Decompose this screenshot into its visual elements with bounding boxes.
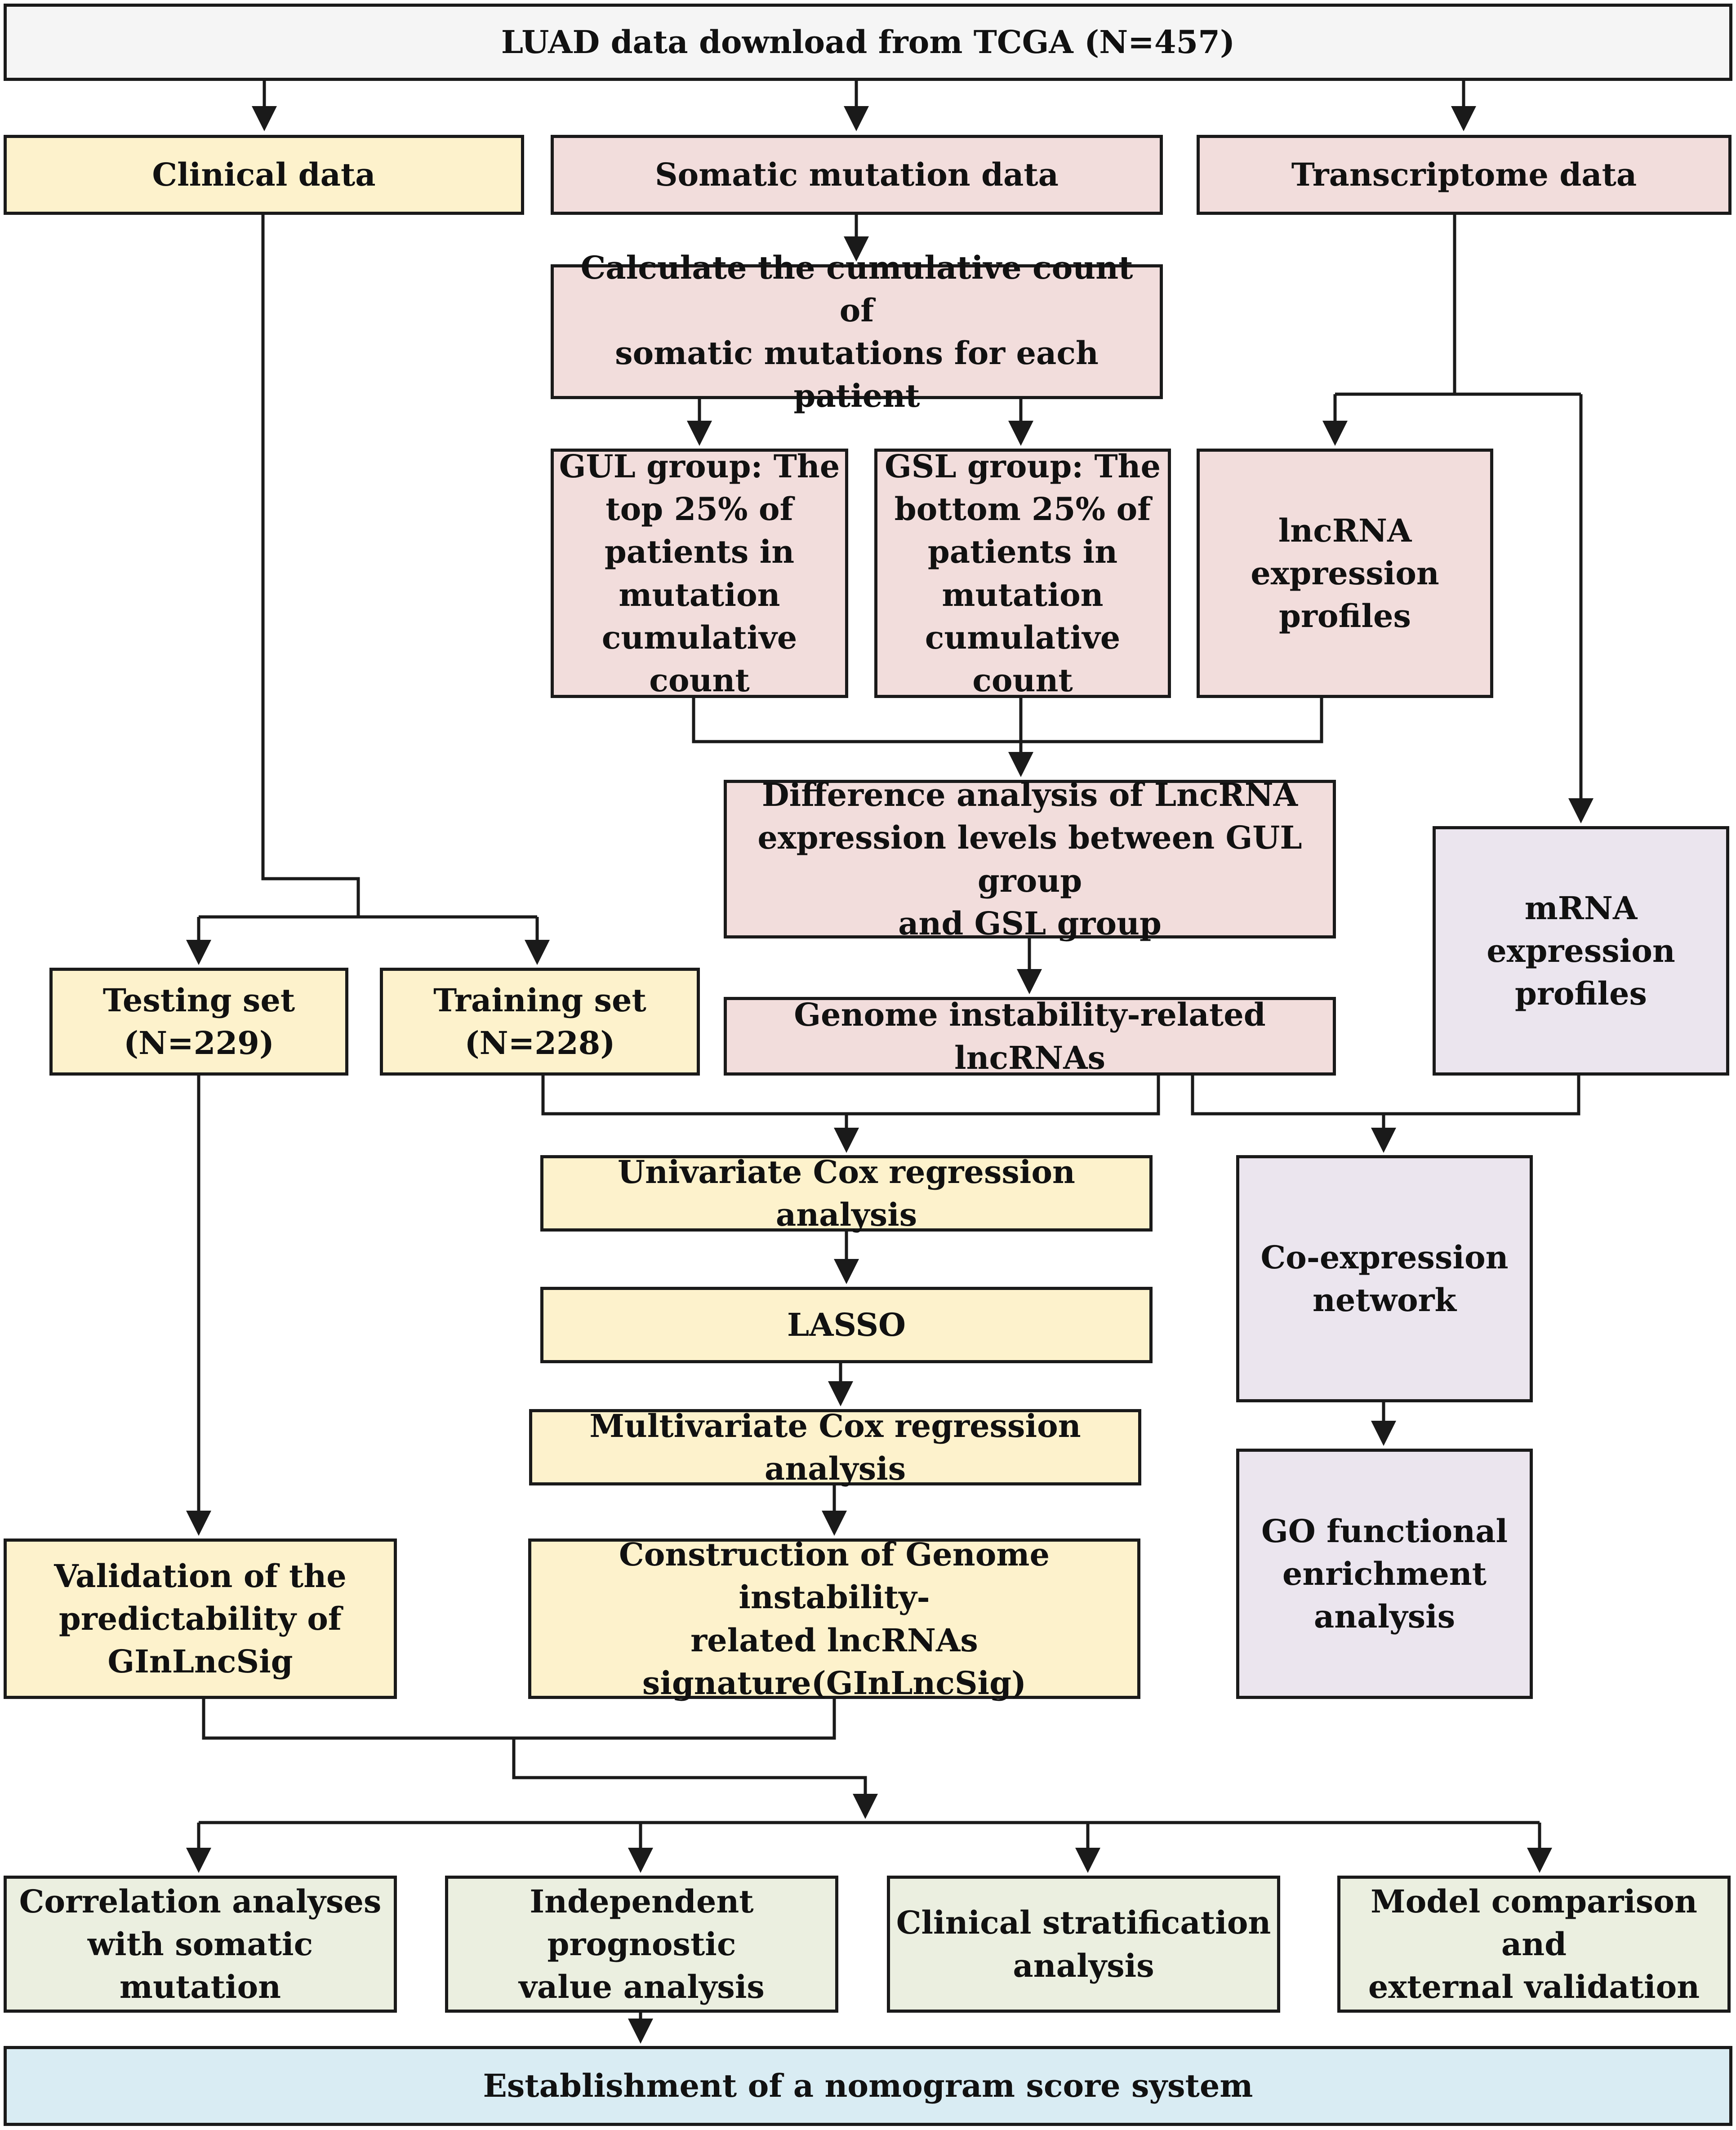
node-construction-signature: Construction of Genome instability- rela… [528,1536,1140,1702]
line-merge-to-diff [692,698,1323,774]
node-multivariate-cox: Multivariate Cox regression analysis [529,1407,1141,1487]
line-to-coexp [1191,1076,1580,1150]
arrow-to-testing [199,915,537,962]
node-correlation-analyses: Correlation analyses with somatic mutati… [4,1876,397,2013]
node-training-set: Training set (N=228) [380,968,700,1076]
node-model-comparison: Model comparison and external validation [1337,1876,1731,2013]
node-calculate-cumulative-count: Calculate the cumulative count of somati… [551,249,1163,414]
line-to-outcomes [202,1699,865,1816]
node-independent-prognostic: Independent prognostic value analysis [445,1876,838,2013]
node-tcga: LUAD data download from TCGA (N=457) [4,4,1732,81]
node-testing-set: Testing set (N=229) [49,968,348,1076]
node-clinical-stratification: Clinical stratification analysis [887,1876,1280,2013]
arrow-to-lncrna [1335,392,1581,443]
node-transcriptome-data: Transcriptome data [1197,135,1732,215]
node-go-functional-enrichment: GO functional enrichment analysis [1236,1449,1533,1699]
node-coexpression-network: Co-expression network [1236,1155,1533,1402]
node-somatic-mutation-data: Somatic mutation data [551,135,1163,215]
node-nomogram-score-system: Establishment of a nomogram score system [4,2046,1732,2126]
line-clinical-down [261,215,360,917]
node-validation-predictability: Validation of the predictability of GInL… [4,1539,397,1699]
line-to-univariate [541,1076,1160,1150]
node-gsl-group: GSL group: The bottom 25% of patients in… [874,448,1171,699]
node-univariate-cox: Univariate Cox regression analysis [540,1153,1153,1233]
node-gul-group: GUL group: The top 25% of patients in mu… [551,448,848,699]
node-mrna-expression-profiles: mRNA expression profiles [1433,826,1729,1076]
node-lncrna-expression-profiles: lncRNA expression profiles [1197,449,1493,698]
node-difference-analysis: Difference analysis of LncRNA expression… [724,776,1336,942]
node-clinical-data: Clinical data [4,135,524,215]
node-lasso: LASSO [540,1287,1153,1363]
node-genome-instability-lncrnas: Genome instability-related lncRNAs [724,996,1336,1076]
